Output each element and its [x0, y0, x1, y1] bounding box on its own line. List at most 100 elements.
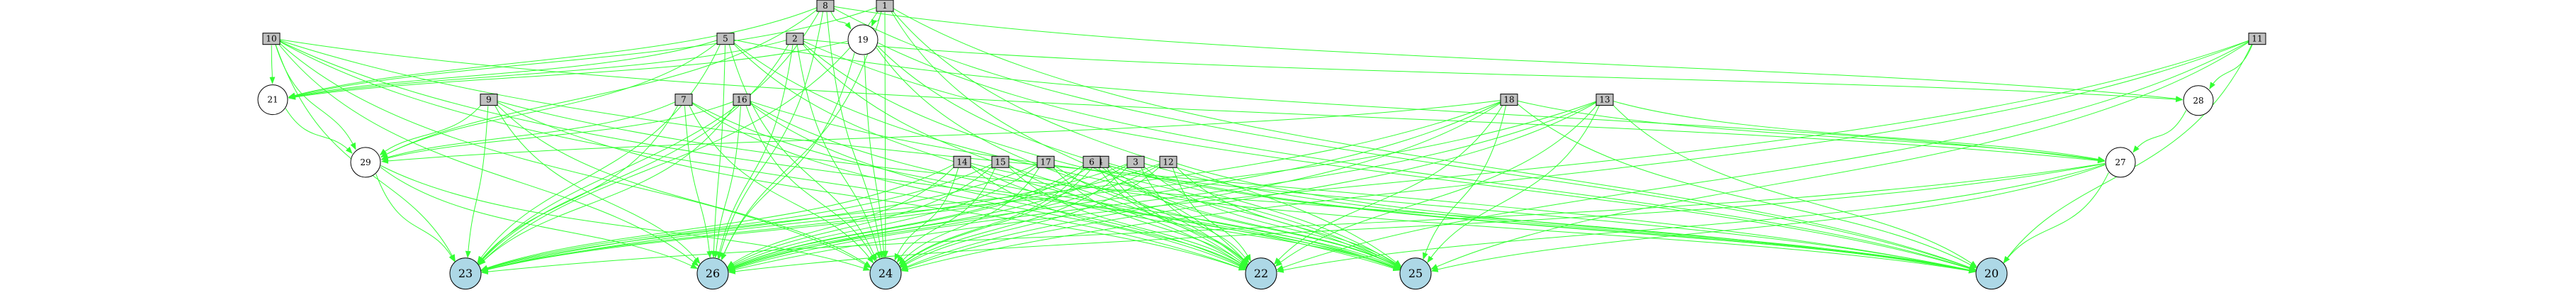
node-5-shape: [716, 33, 735, 45]
node-10-shape: [262, 33, 281, 45]
node-2-label: 2: [792, 34, 798, 44]
node-14-shape: [953, 155, 971, 168]
node-20: 20: [1975, 257, 2008, 290]
edge-3-to-20: [1141, 162, 1977, 273]
node-1-label: 1: [882, 1, 888, 11]
node-11-shape: [2248, 33, 2266, 45]
node-2: 2: [786, 33, 804, 45]
edge-15-to-25: [1006, 163, 1401, 270]
edge-17-to-22: [1051, 165, 1248, 267]
edge-3-to-25: [1141, 164, 1401, 268]
node-20-shape: [1975, 257, 2008, 290]
edge-5-to-24: [728, 44, 877, 261]
edge-16-to-26: [713, 106, 741, 258]
edge-7-to-26: [684, 106, 713, 258]
edge-16-to-25: [747, 101, 1401, 270]
node-18-label: 18: [1503, 95, 1514, 105]
edge-3-to-22: [1140, 166, 1250, 264]
edge-14-to-25: [968, 162, 1401, 270]
edge-19-to-24: [864, 55, 887, 258]
node-19: 19: [847, 24, 879, 55]
node-5-label: 5: [723, 34, 728, 44]
edge-18-to-20: [1515, 101, 1977, 269]
edge-9-to-20: [495, 100, 1977, 274]
node-7: 7: [674, 94, 693, 106]
edge-10-to-20: [277, 39, 1977, 273]
node-9-shape: [480, 94, 498, 106]
edge-19-to-21: [288, 40, 848, 100]
edge-15-to-23: [480, 162, 995, 271]
edge-12-to-26: [728, 162, 1163, 270]
node-3-label: 3: [1133, 157, 1139, 167]
node-8: 8: [816, 0, 835, 12]
edge-11-to-26: [728, 39, 2252, 272]
edge-19-to-20: [878, 42, 1977, 271]
edge-27-to-20: [2003, 172, 2109, 264]
edge-7-to-29: [380, 100, 678, 160]
edge-12-to-22: [1172, 167, 1251, 262]
node-18-shape: [1500, 94, 1518, 106]
edge-29-to-23: [375, 174, 456, 262]
edge-18-to-25: [1422, 105, 1507, 260]
node-27-label: 27: [2115, 157, 2125, 167]
edge-27-to-25: [1430, 164, 2106, 272]
edge-3-to-24: [900, 164, 1131, 267]
node-24-shape: [869, 257, 902, 290]
node-29-label: 29: [360, 157, 371, 167]
node-10-label: 10: [266, 34, 276, 44]
edge-10-to-21: [269, 45, 276, 84]
node-15-shape: [991, 155, 1010, 168]
edge-5-to-23: [477, 43, 721, 264]
node-26-label: 26: [706, 267, 720, 280]
node-14: 14: [953, 155, 971, 168]
node-6-label: 6: [1089, 157, 1095, 167]
edge-8-to-23: [478, 9, 821, 265]
edge-21-to-29: [285, 108, 353, 154]
node-8-shape: [816, 0, 835, 12]
edge-2-to-20: [801, 40, 1977, 272]
node-23-shape: [449, 257, 482, 290]
edge-16-to-23: [478, 103, 737, 266]
edge-16-to-29: [380, 100, 736, 161]
node-27-shape: [2105, 147, 2136, 178]
edge-27-to-26: [728, 163, 2106, 274]
edge-6-to-24: [899, 165, 1087, 267]
edge-2-to-25: [801, 40, 1401, 269]
edge-8-to-19: [830, 9, 852, 30]
node-17: 17: [1036, 155, 1055, 168]
edge-13-to-24: [900, 101, 1599, 270]
edge-7-to-22: [689, 101, 1246, 270]
edge-17-to-25: [1051, 163, 1401, 270]
edge-2-to-21: [288, 39, 789, 100]
edge-10-to-24: [277, 40, 871, 269]
edge-2-to-24: [796, 45, 881, 260]
edge-1-to-25: [890, 8, 1402, 267]
node-29: 29: [350, 147, 381, 178]
edge-16-to-20: [747, 100, 1977, 273]
edge-12-to-25: [1173, 164, 1401, 267]
node-19-shape: [847, 24, 879, 55]
edge-13-to-26: [728, 100, 1599, 272]
edge-8-to-20: [831, 6, 1977, 271]
edge-12-to-20: [1174, 162, 1977, 273]
edge-7-to-23: [478, 103, 679, 265]
node-11-label: 11: [2252, 34, 2262, 44]
edge-17-to-23: [480, 162, 1040, 272]
edge-27-to-22: [1276, 164, 2106, 273]
edge-18-to-24: [900, 101, 1503, 270]
node-29-shape: [350, 147, 381, 178]
node-22-shape: [1245, 257, 1277, 290]
node-16-label: 16: [736, 95, 747, 105]
edge-15-to-26: [727, 164, 995, 268]
edge-11-to-22: [1276, 40, 2252, 270]
edge-5-to-29: [380, 40, 720, 157]
edge-29-to-26: [380, 167, 698, 270]
node-28-shape: [2183, 85, 2214, 116]
node-26-shape: [696, 257, 729, 290]
edge-5-to-22: [730, 41, 1247, 268]
node-26: 26: [696, 257, 729, 290]
node-12-label: 12: [1163, 157, 1173, 167]
edge-13-to-25: [1427, 104, 1600, 263]
edge-14-to-23: [480, 162, 956, 271]
